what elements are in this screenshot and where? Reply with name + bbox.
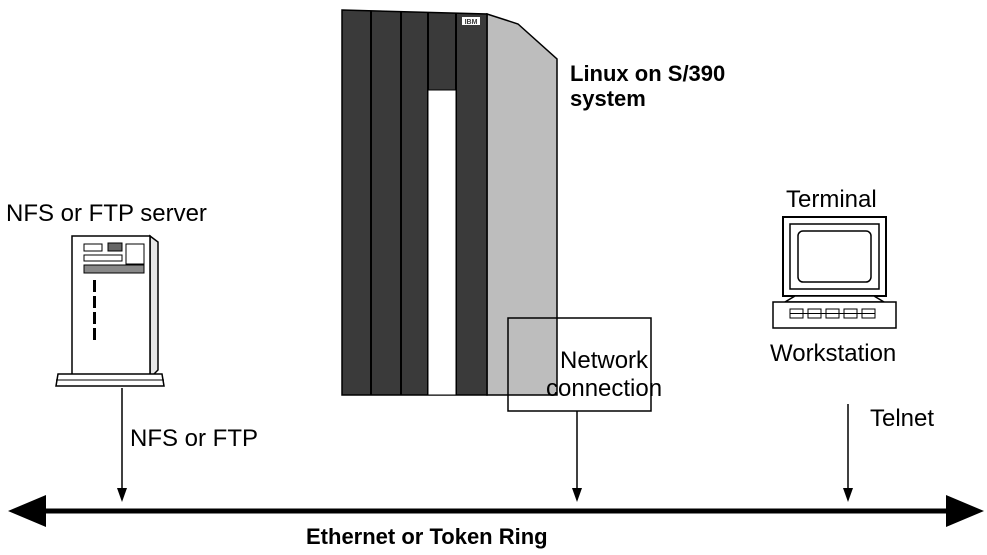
network-connection-label: Network connection	[546, 347, 662, 402]
server-label: NFS or FTP server	[6, 200, 207, 227]
network-connection-box	[507, 317, 652, 412]
terminal-label: Terminal	[786, 186, 877, 213]
server-tower-icon	[55, 234, 165, 387]
server-drive-bay	[107, 242, 123, 252]
ibm-logo: IBM	[465, 19, 478, 26]
network-bus	[8, 495, 984, 527]
server-drive-bay	[125, 243, 145, 265]
arrow-head	[117, 488, 127, 502]
arrow-head	[572, 488, 582, 502]
workstation-label: Workstation	[770, 340, 897, 367]
nfs-ftp-protocol-label: NFS or FTP	[130, 425, 259, 452]
workstation-link	[843, 404, 853, 502]
server-slot	[93, 296, 96, 308]
system-title-line-1: Linux on S/390	[570, 61, 726, 86]
server-drive-bay	[83, 254, 123, 262]
terminal-workstation-icon	[772, 216, 897, 329]
system-title-line-2: system	[570, 86, 646, 112]
mainframe-side-panel	[486, 12, 558, 396]
server-slot	[93, 328, 96, 340]
mainframe-icon: IBM	[341, 9, 558, 396]
server-link	[117, 388, 127, 502]
monitor-stand	[782, 295, 887, 303]
bus-left-arrow	[8, 495, 46, 527]
monitor-screen	[797, 230, 872, 283]
telnet-protocol-label: Telnet	[870, 405, 935, 432]
mainframe-front-panel	[341, 9, 488, 396]
server-drive-bay	[83, 264, 145, 274]
bus-right-arrow	[946, 495, 984, 527]
network-bus-label: Ethernet or Token Ring	[306, 524, 548, 549]
mainframe-logo-plate	[462, 17, 480, 25]
network-connection-line-2: connection	[546, 374, 663, 402]
server-slot	[93, 312, 96, 324]
server-drive-bay	[83, 243, 103, 252]
system-title: Linux on S/390 system	[570, 61, 725, 112]
server-slot	[93, 280, 96, 292]
arrow-head	[843, 488, 853, 502]
mainframe-link	[572, 411, 582, 502]
mainframe-light-panel	[427, 89, 457, 396]
network-connection-line-1: Network	[560, 347, 649, 374]
server-side	[149, 234, 159, 380]
